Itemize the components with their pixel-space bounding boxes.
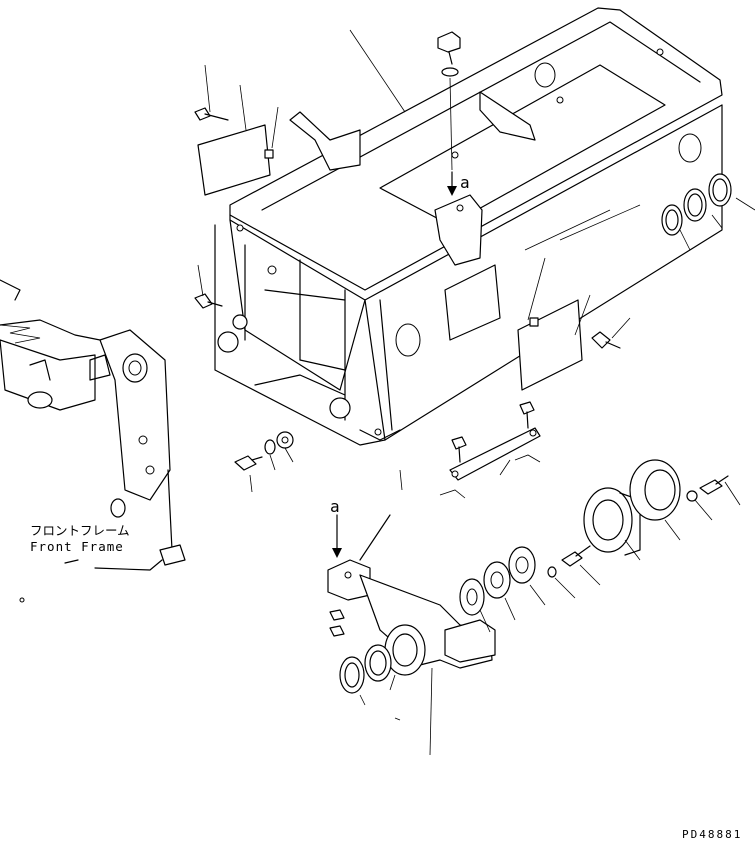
link-bar [439,401,541,499]
top-brackets [289,91,536,266]
seal-rings [661,173,732,236]
center-hardware [234,431,294,471]
shaft-items [459,459,729,616]
washer-small [264,439,276,455]
axle-support [327,514,496,694]
plate-clip-2 [529,317,539,327]
arrow-label-a-top: a [460,173,470,192]
front-frame-label-en: Front Frame [30,539,124,554]
arrow-label-a-bottom: a [330,497,340,516]
washer-flange [686,490,698,502]
washer-shaft [547,566,557,578]
nut-2 [329,625,345,637]
nut-1 [329,609,345,621]
plate-clip [264,149,274,159]
cover-plate-mid [444,264,501,341]
cover-plate-right [517,299,583,391]
link-bolt-2 [451,436,467,450]
arrow-a-bottom: a [330,497,342,558]
cover-plates [197,124,583,391]
link-bolt-1 [519,401,535,415]
washer-top [441,67,459,77]
bolt-hex [234,455,257,471]
front-frame [0,279,186,603]
grease-fitting [194,293,223,309]
bolt-top [437,31,461,171]
arrow-a-top: a [447,171,470,196]
bolt-left [194,107,229,121]
bolt-right-side [591,331,621,349]
cover-plate-left [197,124,271,196]
drawing-number: PD48881 [682,828,742,841]
front-frame-label-jp: フロントフレーム [30,523,130,538]
leader-lines [197,29,755,756]
